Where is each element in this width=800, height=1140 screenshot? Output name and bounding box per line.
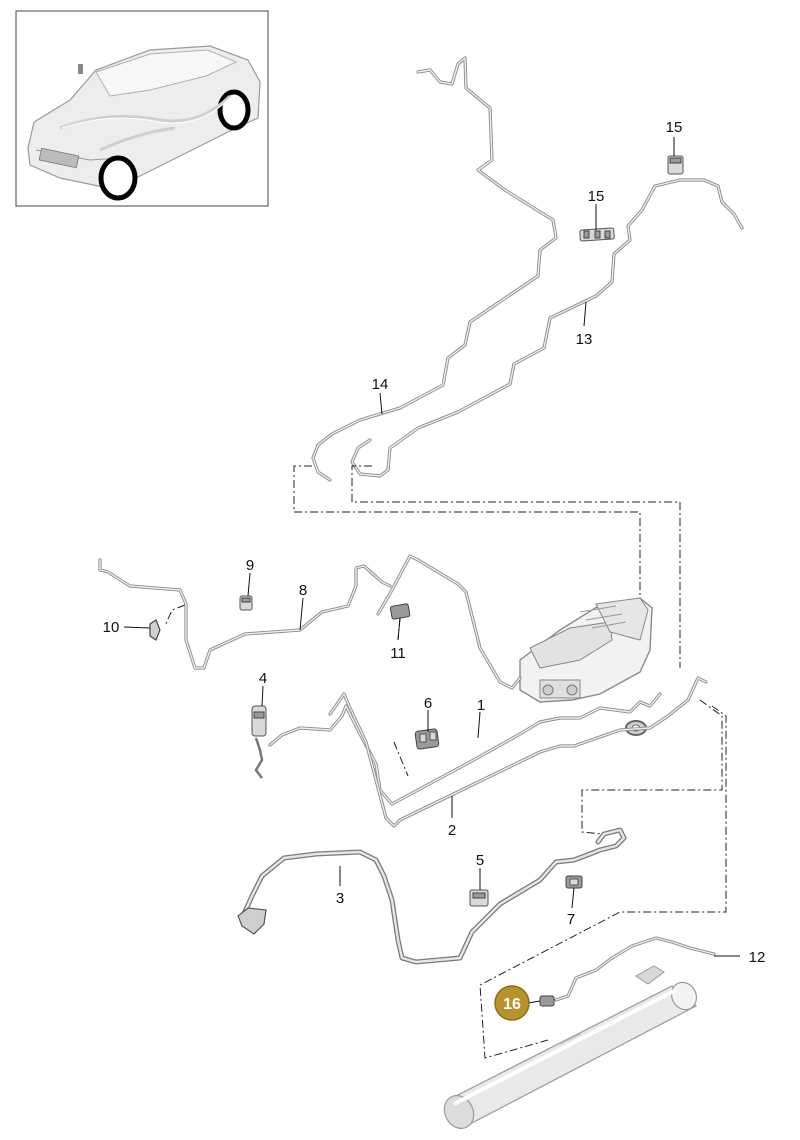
line-2 [328, 676, 708, 828]
line-13 [350, 178, 744, 478]
line-12 [554, 936, 716, 1002]
connector-4 [251, 705, 267, 779]
callout-10: 10 [103, 619, 120, 636]
callout-4: 4 [259, 670, 267, 687]
bracket-11 [389, 603, 411, 620]
line-1 [268, 692, 662, 806]
clip-5 [469, 889, 489, 907]
clip-6 [414, 728, 440, 750]
callout-1: 1 [477, 697, 485, 714]
callout-16-highlight[interactable]: 16 [494, 985, 530, 1021]
callout-11: 11 [390, 645, 406, 662]
callout-16: 16 [503, 996, 521, 1013]
callout-13: 13 [576, 331, 593, 348]
line-8 [98, 558, 392, 670]
callout-labels: 1 2 3 4 5 6 7 8 9 10 11 12 13 14 15 15 [103, 119, 766, 966]
callout-15-lower: 15 [588, 188, 605, 205]
callout-12: 12 [749, 949, 766, 966]
callout-8: 8 [299, 582, 307, 599]
callout-9: 9 [246, 557, 254, 574]
clip-15-upper [667, 155, 684, 175]
callout-14: 14 [372, 376, 389, 393]
clip-9 [239, 595, 253, 611]
line-upper-main [376, 554, 522, 690]
canister [443, 965, 698, 1130]
leader-lines [123, 137, 740, 1004]
car-overview-icon [27, 45, 261, 201]
callout-2: 2 [448, 822, 456, 839]
line-14 [311, 56, 558, 482]
valve-block-assembly [519, 597, 653, 736]
callout-5: 5 [476, 852, 484, 869]
callout-6: 6 [424, 695, 432, 712]
connection-lines [164, 465, 727, 1059]
vehicle-overview-panel [15, 10, 269, 207]
clip-15-lower [579, 227, 615, 242]
callout-15-upper: 15 [666, 119, 683, 136]
callout-3: 3 [336, 890, 344, 907]
connector-16 [539, 995, 555, 1007]
clip-10 [149, 619, 161, 641]
callout-16-badge[interactable] [494, 985, 530, 1021]
clip-7 [565, 875, 583, 889]
line-3 [237, 827, 627, 965]
callout-7: 7 [567, 911, 575, 928]
